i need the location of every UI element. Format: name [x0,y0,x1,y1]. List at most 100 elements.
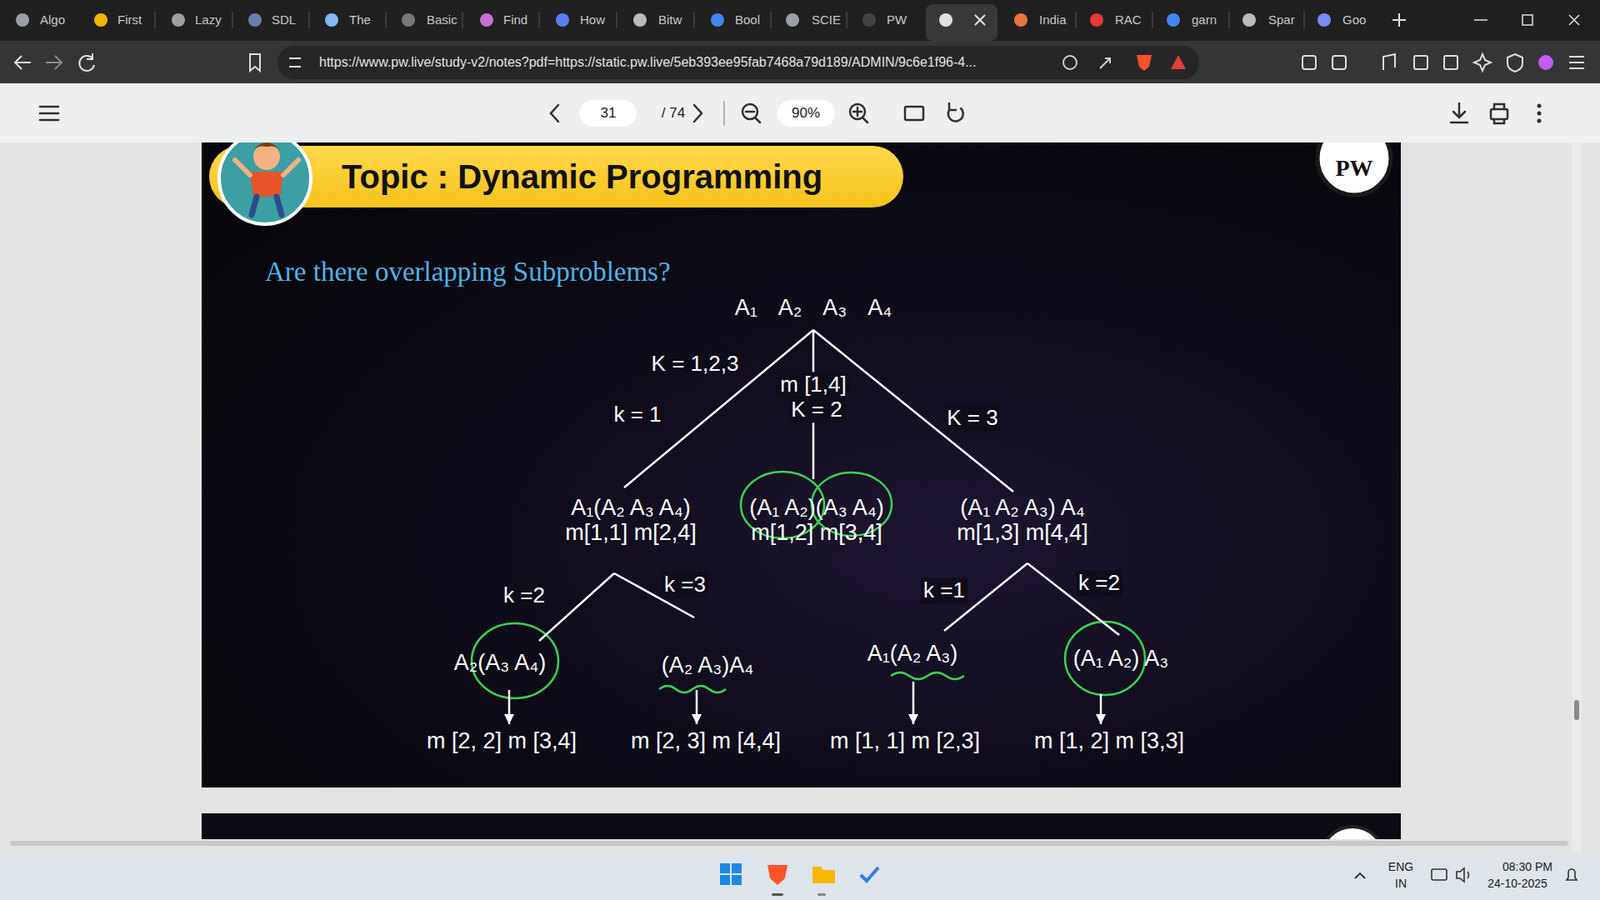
tab-title: First [117,12,142,28]
pdf-toolbar [40,106,59,120]
cost-node: m [1, 2] m [3,3] [1030,724,1188,758]
tab-bar [694,11,695,29]
tab-title: Algo [40,12,65,28]
cost-term: m[1,3] m[4,4] [956,520,1089,545]
taskbar [1431,869,1447,880]
zoom-level: 90% [791,105,820,122]
pdf-toolbar [777,100,835,127]
tab-bar [1014,13,1028,27]
split-label: k =3 [661,571,709,598]
tab-title: garn [1191,12,1217,28]
avatar-icon [251,196,282,215]
tab-bar [633,13,647,27]
cost-term: m [1,4] [776,371,850,398]
address-bar [1170,55,1186,70]
taskbar [1456,868,1470,882]
cost-term: m[1,1] m[2,4] [565,520,697,545]
cost-node: m [2, 2] m [3,4] [423,724,580,758]
tab-bar [309,11,310,29]
tab-title: Spar [1268,12,1295,28]
pdf-toolbar [1537,119,1542,124]
tab-bar [155,11,156,29]
address-bar [1444,55,1458,70]
logo-text: PW [1335,154,1373,183]
tab-bar [232,11,234,29]
tab-bar [171,13,185,27]
tab-title: Lazy [195,12,222,28]
pdf-toolbar [745,111,760,123]
vertical-scrollbar [1571,142,1582,852]
split-range: K = 1,2,3 [651,350,740,377]
tab-bar [94,13,108,27]
avatar-icon [219,132,311,225]
address-bar [1332,55,1346,70]
matrix-expression: m [1, 2] m [3,3] [1034,728,1185,754]
tab-bar [939,13,953,27]
expression-node: (A₁ A₂) A₃ [1070,635,1173,695]
tab-bar [770,11,772,29]
taskbar [731,875,742,885]
url-text: https://www.pw.live/study-v2/notes?pdf=h… [319,54,977,70]
slide [201,142,1401,788]
pdf-toolbar [1490,109,1508,120]
tab-bar [710,13,725,27]
address-bar [1507,54,1523,72]
pdf-toolbar [694,105,702,122]
expression-node: A₂(A₃ A₄) [450,640,550,690]
tab-title: How [580,12,605,28]
page-count: / 74 [661,105,685,122]
tab-bar [785,13,800,27]
tab-bar [862,13,876,27]
address-bar [0,40,1600,84]
title-banner [209,145,904,208]
region: IN [1395,876,1407,891]
tab-bar [1522,15,1533,25]
avatar-icon [235,160,299,175]
pdf-toolbar [1450,103,1468,123]
taskbar [771,893,784,896]
address-bar [289,58,301,67]
pdf-toolbar [853,107,868,123]
pdf-toolbar [579,100,637,127]
tab-bar [0,0,1600,41]
slide-title: Topic : Dynamic Programming [341,156,823,197]
pdf-toolbar [0,83,1600,143]
taskbar [0,851,1600,900]
matrix-expression: A₁(A₂ A₃) [867,640,959,666]
wavy-underline [890,672,965,680]
tab-title: PW [886,12,907,28]
pdf-toolbar [0,83,1600,143]
address-bar [1569,56,1585,69]
address-bar [1100,58,1110,69]
matrix-expression: A₂(A₃ A₄) [454,650,547,675]
pdf-toolbar [905,106,924,120]
tab-bar [1075,11,1077,29]
split-label: k = 1 [610,401,664,428]
tab-title: Bitw [658,12,682,28]
address-bar [1414,55,1428,70]
tab-bar [1166,13,1180,27]
tab-bar [1317,13,1331,27]
taskbar [767,865,788,885]
avatar-icon [219,132,311,225]
avatar-icon [253,143,280,170]
clock: 08:30 PM [1502,860,1553,875]
address-bar [15,55,31,70]
matrix-expression: m [2, 3] m [4,4] [630,728,781,754]
tab-bar [1242,13,1256,27]
taskbar [812,866,835,884]
tab-bar [925,4,998,41]
cost-node: m [2, 3] m [4,4] [627,724,785,758]
tab-title: Bool [735,12,760,28]
result-arrow [695,690,699,725]
tab-bar [846,11,848,29]
result-arrow [508,690,511,725]
page-number: 31 [600,105,617,122]
highlight-circle [471,471,1145,699]
address-bar [250,54,260,71]
pdf-toolbar [1537,104,1542,109]
taskbar [720,875,730,885]
expression-node: (A₂ A₃)A₄ [658,617,758,690]
page-background [0,142,1600,852]
